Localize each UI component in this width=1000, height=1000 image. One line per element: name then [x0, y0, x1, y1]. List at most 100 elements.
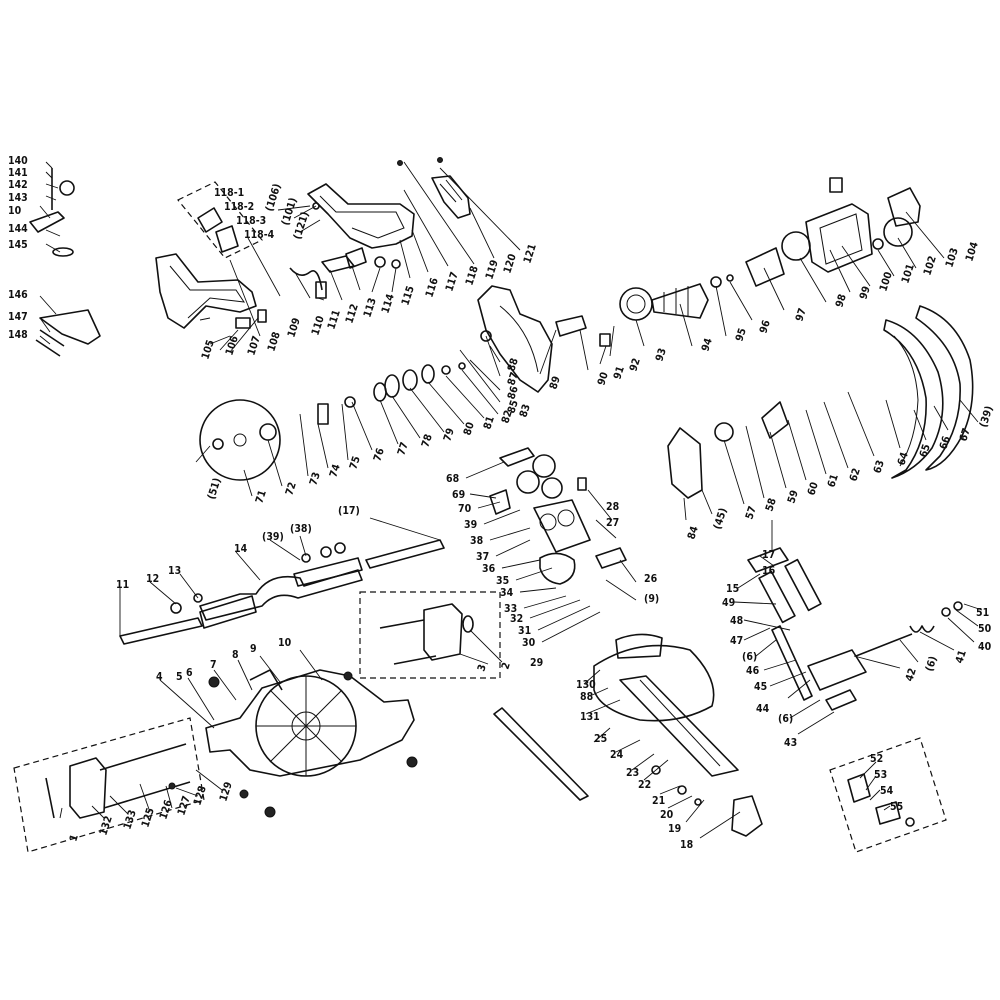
- callout: (17): [338, 505, 360, 517]
- callout: 50: [978, 623, 992, 635]
- right-fence-face: [365, 539, 445, 569]
- callout: 148: [8, 329, 28, 341]
- callout: 108: [265, 330, 283, 352]
- callout: 119: [483, 258, 501, 280]
- callout: 77: [395, 441, 410, 457]
- callout: 24: [610, 749, 624, 761]
- group-box-125: [13, 717, 205, 853]
- callout: 104: [963, 240, 981, 263]
- callout: 51: [976, 607, 989, 619]
- callout: 105: [199, 338, 217, 360]
- callout: 70: [458, 503, 472, 515]
- callout: 120: [501, 252, 519, 275]
- callout: 76: [371, 446, 387, 463]
- callout: 74: [327, 462, 343, 479]
- callout: 106: [223, 334, 241, 357]
- outer-guard-ring: [883, 319, 944, 479]
- callout: 85: [505, 399, 520, 415]
- callout: 88: [505, 357, 520, 373]
- callout: 34: [500, 587, 514, 599]
- part-illustrations: [13, 157, 974, 853]
- callout: 97: [793, 307, 808, 323]
- callout: 64: [895, 450, 911, 467]
- callout: 45: [754, 681, 767, 693]
- handle-grip: [431, 175, 471, 219]
- callout: 111: [325, 308, 343, 330]
- callout: 118-4: [244, 229, 275, 241]
- callout: 32: [510, 613, 523, 625]
- callout: 5: [176, 671, 183, 683]
- callout: 21: [652, 795, 665, 807]
- callout: 101: [899, 262, 917, 284]
- miter-rail: [493, 707, 589, 801]
- group-box-118: [177, 181, 263, 259]
- callout: 145: [8, 239, 28, 251]
- callout: 116: [423, 276, 441, 299]
- callout: 44: [756, 703, 770, 715]
- main-fence: [199, 569, 363, 621]
- callout: (45): [711, 507, 729, 531]
- callout: 12: [146, 573, 159, 585]
- callout: 125: [139, 806, 157, 828]
- upper-blade-guard: [477, 285, 553, 393]
- motor-assembly: [555, 177, 921, 347]
- callout: 126: [157, 798, 175, 821]
- group-box-132: [359, 591, 501, 679]
- power-cord: [289, 267, 323, 291]
- callout: 13: [168, 565, 181, 577]
- callout: 99: [857, 285, 872, 301]
- callout: 107: [245, 334, 263, 356]
- callout: 43: [784, 737, 797, 749]
- callout: 72: [283, 481, 298, 497]
- callout: 19: [668, 823, 681, 835]
- callout: 60: [805, 480, 821, 497]
- callout: 59: [785, 489, 800, 505]
- callout: 95: [733, 327, 748, 343]
- callout: 102: [921, 254, 939, 276]
- callout: 27: [606, 517, 619, 529]
- callout: 92: [627, 357, 642, 373]
- callout: 80: [461, 420, 477, 437]
- blade-wrench: [35, 309, 101, 357]
- callout: 118-1: [214, 187, 244, 199]
- callout: 68: [446, 473, 459, 485]
- callout: 2: [499, 661, 512, 671]
- callout: 65: [917, 443, 932, 459]
- callout: 69: [452, 489, 465, 501]
- callout: 10: [278, 637, 292, 649]
- callout: 113: [361, 296, 379, 318]
- leader-lines: [39, 161, 983, 839]
- callout: (38): [290, 523, 312, 535]
- callout: 11: [116, 579, 129, 591]
- handle-switch-parts: [197, 207, 239, 253]
- callout: 3: [475, 663, 488, 673]
- callout: 66: [937, 434, 953, 451]
- callout: 133: [121, 808, 139, 830]
- callout: 117: [443, 270, 461, 292]
- callout: 61: [825, 473, 840, 489]
- callout: 37: [476, 551, 489, 563]
- callout: 71: [253, 489, 268, 505]
- callout: 52: [870, 753, 883, 765]
- callout: 20: [660, 809, 674, 821]
- callout: 47: [730, 635, 743, 647]
- callout: 121: [521, 242, 539, 264]
- callout: 40: [978, 641, 992, 653]
- callout: (6): [742, 651, 757, 663]
- saw-blade: [199, 399, 281, 481]
- callout: 83: [517, 403, 532, 419]
- callout: 118: [463, 264, 481, 286]
- callout: (39): [977, 405, 995, 429]
- callout: 46: [746, 665, 760, 677]
- callout: 141: [8, 167, 28, 179]
- callout: 41: [953, 649, 968, 665]
- callout: (6): [923, 655, 939, 673]
- callout: 115: [399, 284, 417, 306]
- handle-left-half: [155, 253, 257, 329]
- callout: 7: [210, 659, 217, 671]
- callout: 132: [97, 814, 115, 836]
- handle-right-half: [307, 183, 415, 249]
- group-box-134: [829, 737, 947, 853]
- callout: 17: [762, 549, 775, 561]
